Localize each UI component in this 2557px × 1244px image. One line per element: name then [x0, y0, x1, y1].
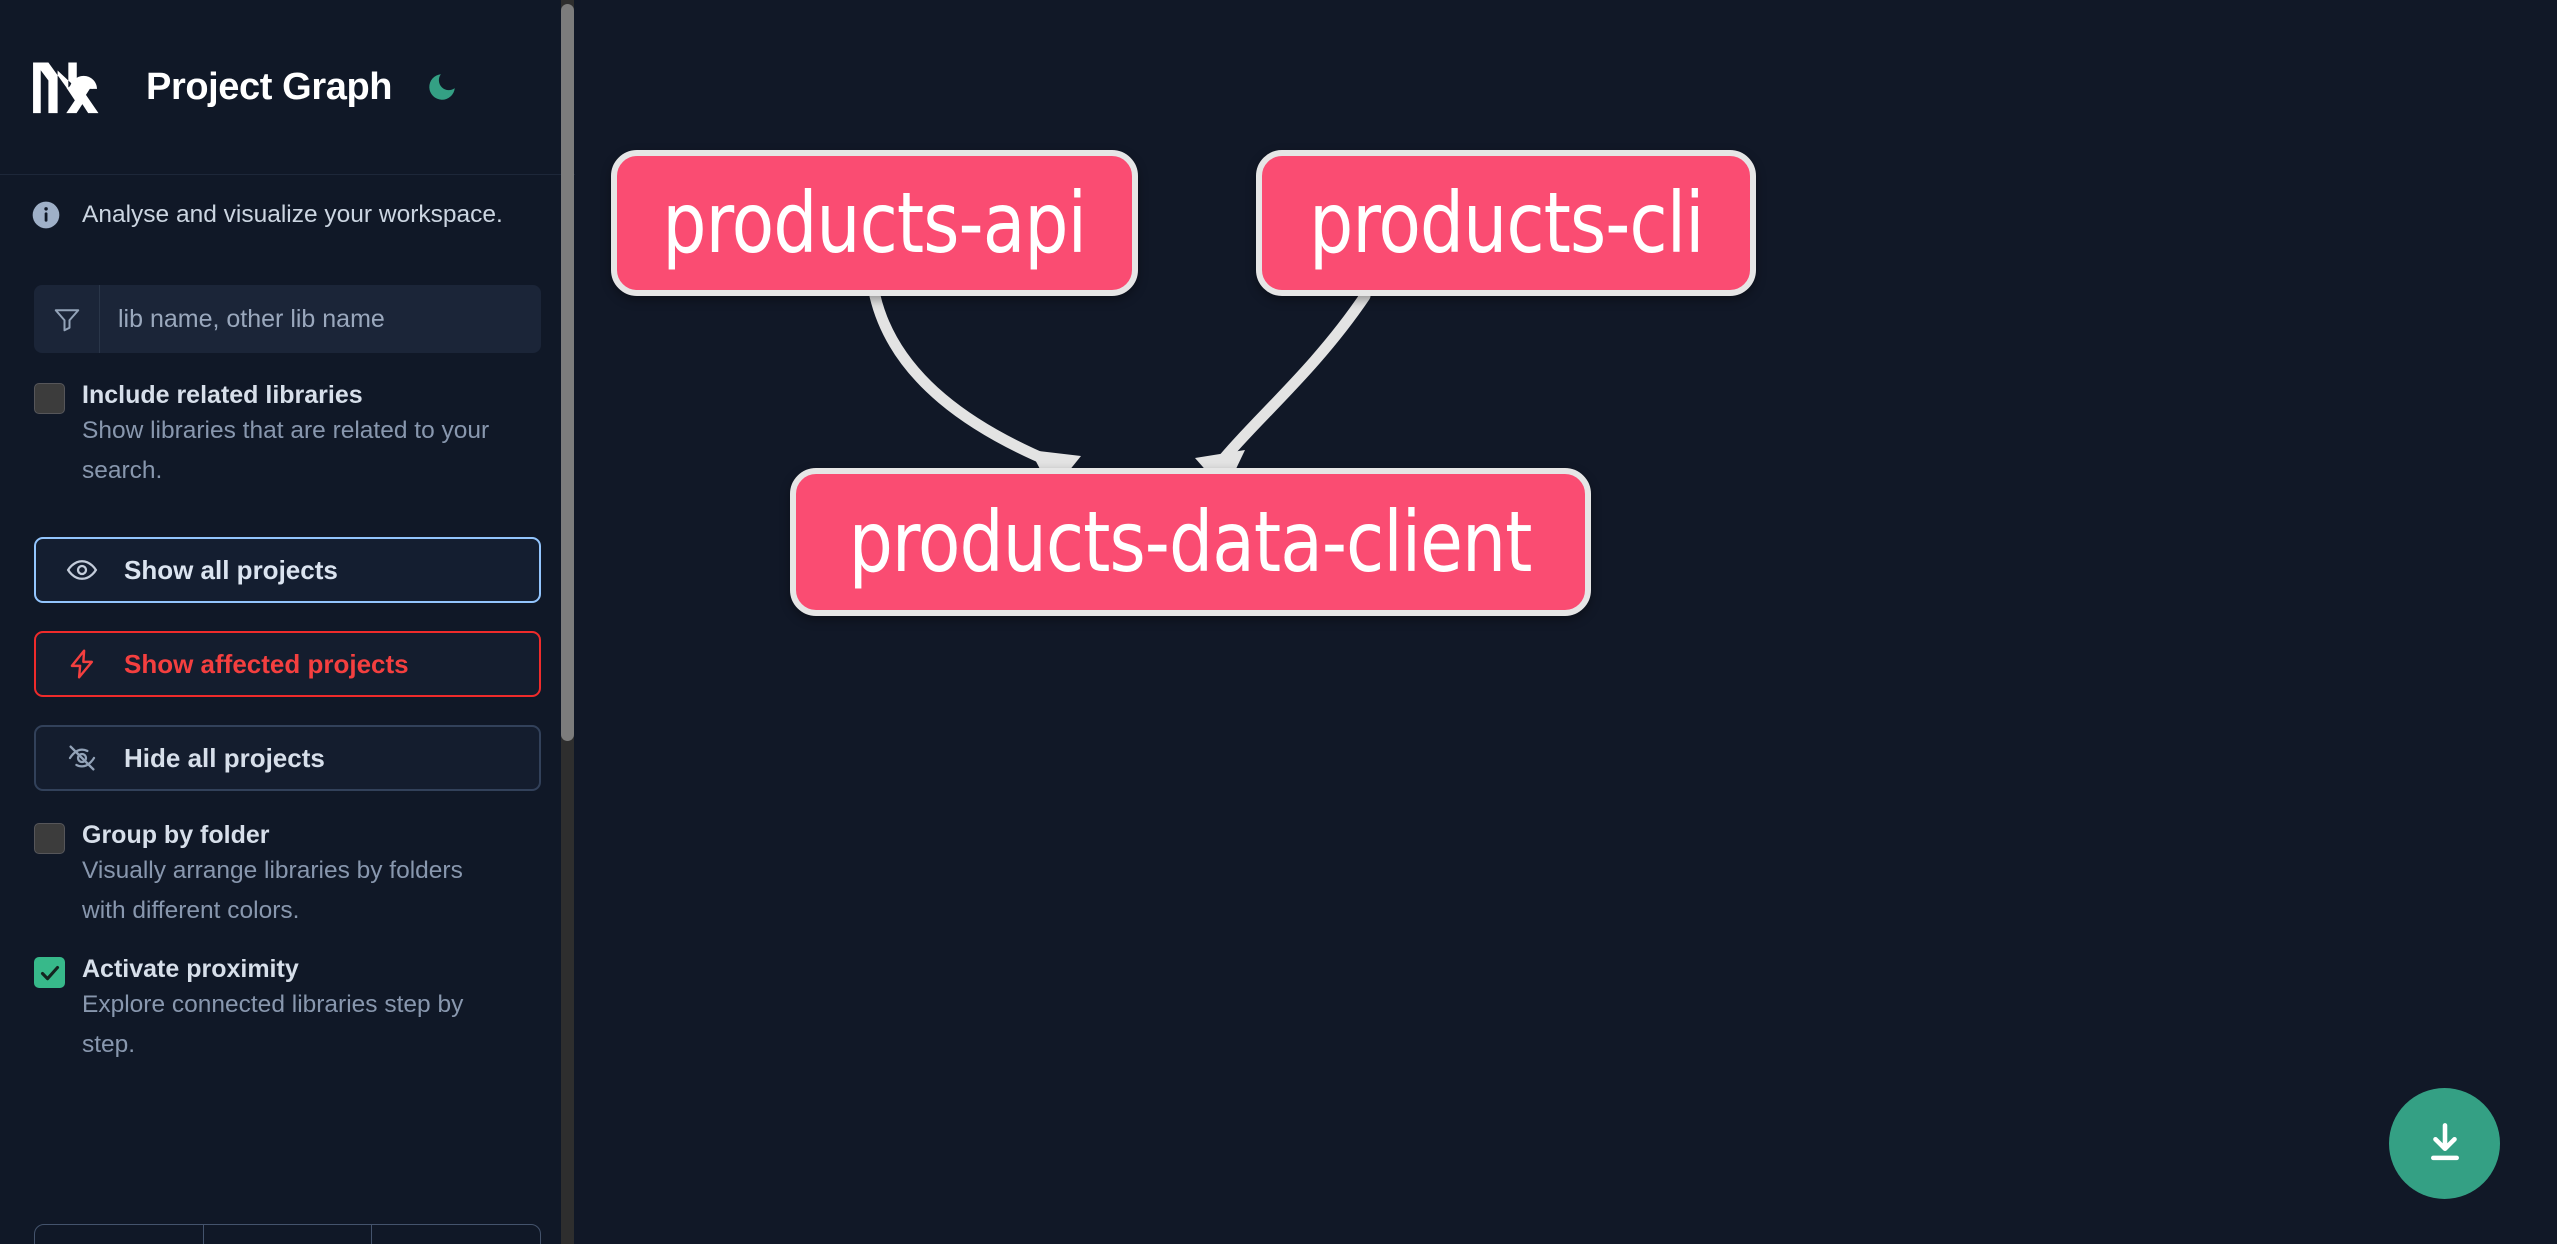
- segmented-control-option-1[interactable]: [35, 1225, 204, 1244]
- app-title: Project Graph: [146, 65, 393, 108]
- graph-node-products-data-client[interactable]: products-data-client: [790, 468, 1591, 616]
- graph-node-products-api[interactable]: products-api: [611, 150, 1138, 296]
- graph-node-products-cli[interactable]: products-cli: [1256, 150, 1756, 296]
- download-graph-button[interactable]: [2389, 1088, 2500, 1199]
- edge-products-api-to-products-data-client: [869, 290, 1057, 468]
- segmented-control-option-3[interactable]: [372, 1225, 540, 1244]
- checkbox-activate-proximity-box[interactable]: [34, 957, 65, 988]
- tagline: Analyse and visualize your workspace.: [30, 175, 541, 241]
- sidebar: Project Graph Analyse and visualize your…: [0, 0, 575, 1244]
- lightning-bolt-icon: [62, 648, 102, 680]
- show-affected-projects-label: Show affected projects: [124, 648, 409, 679]
- checkbox-include-related-libraries-box[interactable]: [34, 383, 65, 414]
- search-box: [34, 285, 541, 353]
- checkbox-include-related-libraries-label: Include related libraries: [82, 381, 363, 409]
- tagline-text: Analyse and visualize your workspace.: [82, 201, 503, 228]
- checkbox-group-by-folder-description: Visually arrange libraries by folders wi…: [82, 857, 463, 924]
- nx-logo-icon: [30, 56, 122, 118]
- search-input[interactable]: [100, 285, 541, 353]
- checkbox-activate-proximity[interactable]: Activate proximity Explore connected lib…: [34, 953, 541, 1065]
- graph-canvas[interactable]: products-api products-cli products-data-…: [575, 0, 2557, 1244]
- segmented-control-option-2[interactable]: [204, 1225, 373, 1244]
- show-all-projects-label: Show all projects: [124, 554, 338, 585]
- graph-node-products-api-label: products-api: [662, 174, 1088, 272]
- sidebar-scrollbar-thumb[interactable]: [561, 4, 574, 741]
- eye-off-icon: [62, 742, 102, 774]
- show-affected-projects-button[interactable]: Show affected projects: [34, 631, 541, 697]
- sidebar-header: Project Graph: [0, 0, 575, 175]
- edge-products-cli-to-products-data-client: [1215, 290, 1371, 468]
- info-icon: [30, 199, 62, 231]
- checkbox-group-by-folder[interactable]: Group by folder Visually arrange librari…: [34, 819, 541, 931]
- segmented-control: [34, 1224, 541, 1244]
- download-icon: [2430, 1122, 2459, 1160]
- hide-all-projects-label: Hide all projects: [124, 742, 325, 773]
- graph-node-products-data-client-label: products-data-client: [849, 493, 1533, 591]
- filter-icon[interactable]: [34, 285, 100, 353]
- hide-all-projects-button[interactable]: Hide all projects: [34, 725, 541, 791]
- moon-icon[interactable]: [420, 65, 464, 109]
- checkbox-group-by-folder-box[interactable]: [34, 823, 65, 854]
- checkbox-activate-proximity-description: Explore connected libraries step by step…: [82, 991, 464, 1058]
- eye-icon: [62, 554, 102, 586]
- checkbox-group-by-folder-label: Group by folder: [82, 821, 270, 849]
- checkbox-include-related-libraries-description: Show libraries that are related to your …: [82, 417, 490, 484]
- sidebar-body: Analyse and visualize your workspace. In…: [0, 175, 575, 1244]
- checkbox-include-related-libraries[interactable]: Include related libraries Show libraries…: [34, 379, 541, 491]
- graph-node-products-cli-label: products-cli: [1308, 174, 1704, 272]
- show-all-projects-button[interactable]: Show all projects: [34, 537, 541, 603]
- checkbox-activate-proximity-label: Activate proximity: [82, 955, 299, 983]
- action-buttons: Show all projects Show affected projects: [34, 537, 541, 791]
